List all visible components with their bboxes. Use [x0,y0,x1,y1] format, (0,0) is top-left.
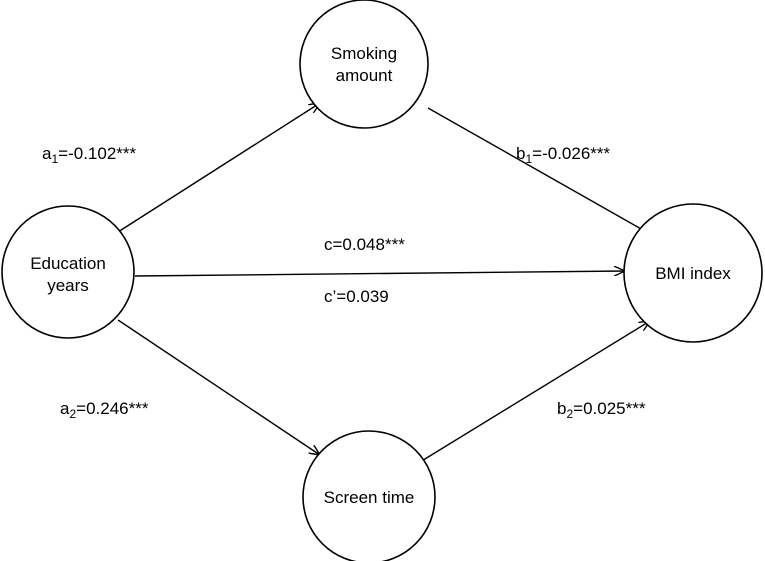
node-screen-time: Screen time [302,430,436,561]
node-smoking-amount: Smoking amount [299,0,429,129]
path-label-c-prime: c’=0.039 [324,287,389,306]
edge-education-to-screen [117,319,320,455]
edge-education-to-smoking [117,103,320,233]
edge-smoking-to-bmi [427,107,650,234]
node-screen-time-label: Screen time [324,488,415,507]
node-education-years: Education years [1,205,135,339]
node-bmi-index-label: BMI index [655,264,731,283]
node-smoking-amount-line1: Smoking [331,44,397,63]
node-education-years-line2: years [47,276,89,295]
path-label-c: c=0.048*** [324,235,405,254]
path-label-b2: b2=0.025*** [557,399,646,421]
edge-screen-to-bmi [419,321,650,463]
path-label-a1: a1=-0.102*** [42,144,137,166]
node-smoking-amount-line2: amount [336,66,393,85]
node-bmi-index: BMI index [623,203,763,343]
edge-education-to-bmi [134,271,625,277]
path-label-a2: a2=0.246*** [60,399,149,421]
node-education-years-line1: Education [30,254,106,273]
path-label-b1: b1=-0.026*** [516,144,611,166]
